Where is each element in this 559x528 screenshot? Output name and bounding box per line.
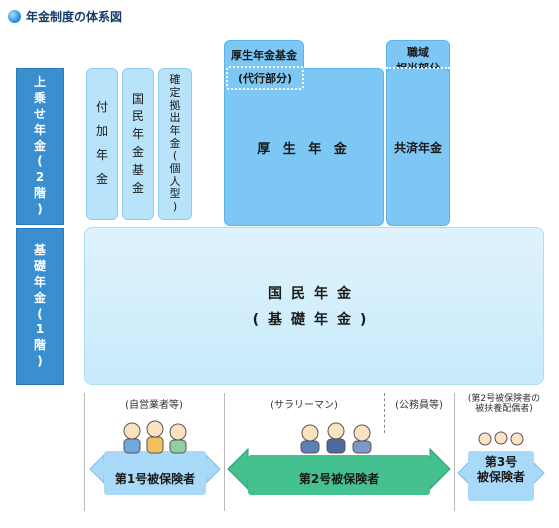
- kakutei-kyoshutsu-column: 確定拠 出年金 (個人 型): [158, 68, 192, 220]
- category-civil-servant: (公務員等): [395, 400, 443, 411]
- kokumin-kikin-column: 国民 年金 基金: [122, 68, 154, 220]
- shokuiki-divider: [386, 67, 450, 69]
- kiso-label: (基礎年金): [252, 312, 376, 328]
- shokuiki-label-1: 職域: [407, 46, 429, 59]
- arrow-second-body: [248, 455, 430, 495]
- title-row: 年金制度の体系図: [8, 6, 122, 26]
- insured-arrows: [89, 420, 545, 501]
- second-insured-label: 第2号被保険者: [298, 472, 380, 486]
- third-insured-label: 第3号 被保険者: [466, 455, 536, 485]
- separator-dotted: [384, 393, 385, 433]
- third-insured-line-1: 第3号: [484, 455, 518, 469]
- self-employed-people-icon: [123, 420, 187, 454]
- first-insured-label: 第1号被保険者: [114, 472, 196, 486]
- category-salaryman: (サラリーマン): [270, 400, 338, 411]
- separator-1: [224, 393, 225, 511]
- third-insured-line-2: 被保険者: [476, 470, 525, 484]
- diagram-title: 年金制度の体系図: [26, 9, 123, 24]
- category-dependent-line-2: 被扶養配偶者): [475, 403, 533, 414]
- dependent-people-icon: [478, 431, 524, 446]
- kyosai-nenkin-column: 共済年金: [386, 68, 450, 226]
- kokumin-nenkin-block: 国民年金 (基礎年金): [84, 227, 544, 385]
- kosei-nenkin-column: 厚 生 年 金: [224, 68, 384, 226]
- fuka-nenkin-column: 付加 年金: [86, 68, 118, 220]
- kosei-kikin-label: 厚生年金基金: [231, 49, 297, 62]
- kokumin-label: 国民年金: [268, 286, 360, 302]
- arrow-first-body: [104, 451, 206, 495]
- category-dependent-line-1: (第2号被保険者の: [467, 394, 541, 404]
- kyosai-nenkin-label: 共済年金: [393, 140, 442, 155]
- separator-2: [454, 393, 455, 511]
- tier-base-label: 基礎年 金(1 階): [16, 228, 64, 385]
- arrow-third-body: [468, 451, 534, 501]
- category-dependent-spouse: (第2号被保険者の 被扶養配偶者): [456, 394, 552, 415]
- kosei-nenkin-label: 厚 生 年 金: [257, 141, 351, 157]
- kosei-daiko-label: (代行部分): [237, 72, 293, 85]
- bullet-icon: [8, 9, 21, 23]
- kosei-daiko-region: (代行部分): [226, 66, 304, 90]
- salaryman-people-icon: [300, 422, 372, 454]
- separator-left: [84, 393, 85, 511]
- category-self-employed: (自営業者等): [125, 400, 183, 411]
